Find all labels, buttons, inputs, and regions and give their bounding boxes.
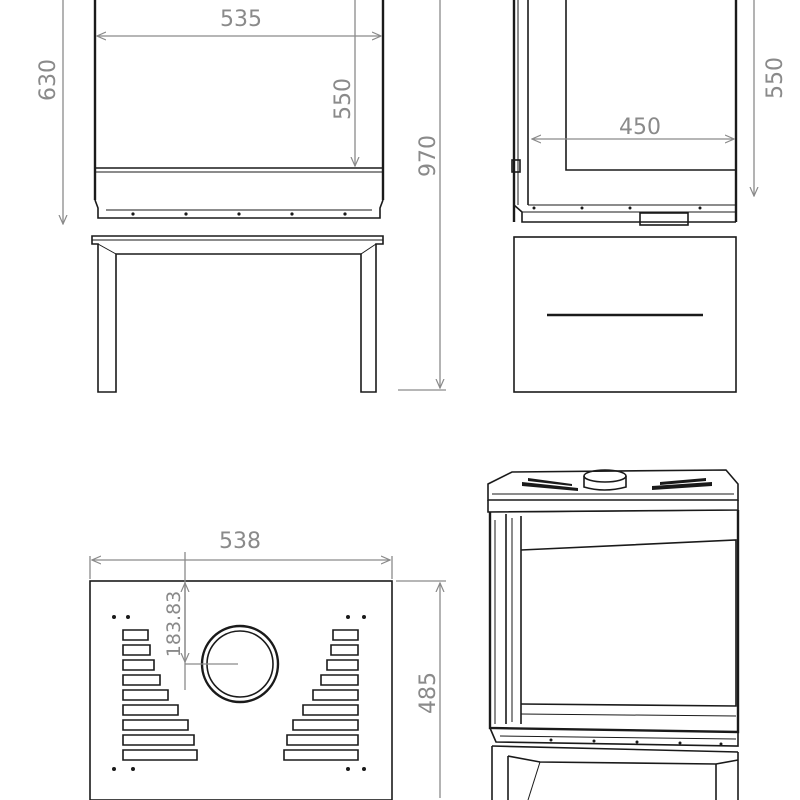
- left-vent-slots: [122, 629, 198, 761]
- door-hinge: [511, 159, 521, 173]
- perspective-stand: [491, 745, 739, 800]
- side-view: [511, 0, 738, 393]
- total-height-label: 970: [416, 135, 441, 177]
- front-height-dimension: 550: [331, 0, 356, 166]
- top-depth-label: 485: [416, 672, 441, 714]
- side-height-dimension: 550: [754, 0, 788, 196]
- front-stand: [91, 235, 384, 393]
- total-height-dimension: 970: [398, 0, 446, 391]
- front-overall-height-dimension: 630: [36, 0, 63, 224]
- flue-offset-label: 183.83: [163, 591, 185, 657]
- side-width-label: 450: [619, 115, 661, 140]
- front-base-screws: [131, 212, 347, 216]
- right-vent-slots: [283, 629, 359, 761]
- ash-drawer-tab: [639, 212, 689, 226]
- top-width-dimension: 538: [89, 529, 393, 579]
- front-height-label: 550: [331, 78, 356, 120]
- side-stand: [513, 236, 737, 393]
- top-view: [89, 580, 393, 800]
- top-vent-grilles: [522, 478, 712, 491]
- flue-offset-dimension: 183.83: [163, 552, 185, 690]
- front-view: [91, 0, 385, 393]
- front-overall-height-label: 630: [36, 59, 61, 101]
- top-depth-dimension: 485: [396, 580, 446, 798]
- top-width-label: 538: [219, 529, 261, 554]
- front-width-label: 535: [220, 7, 262, 32]
- side-height-label: 550: [763, 57, 788, 99]
- perspective-view: [487, 469, 740, 800]
- front-width-dimension: 535: [97, 7, 381, 36]
- side-width-dimension: 450: [532, 115, 734, 140]
- top-flue-collar: [583, 469, 627, 483]
